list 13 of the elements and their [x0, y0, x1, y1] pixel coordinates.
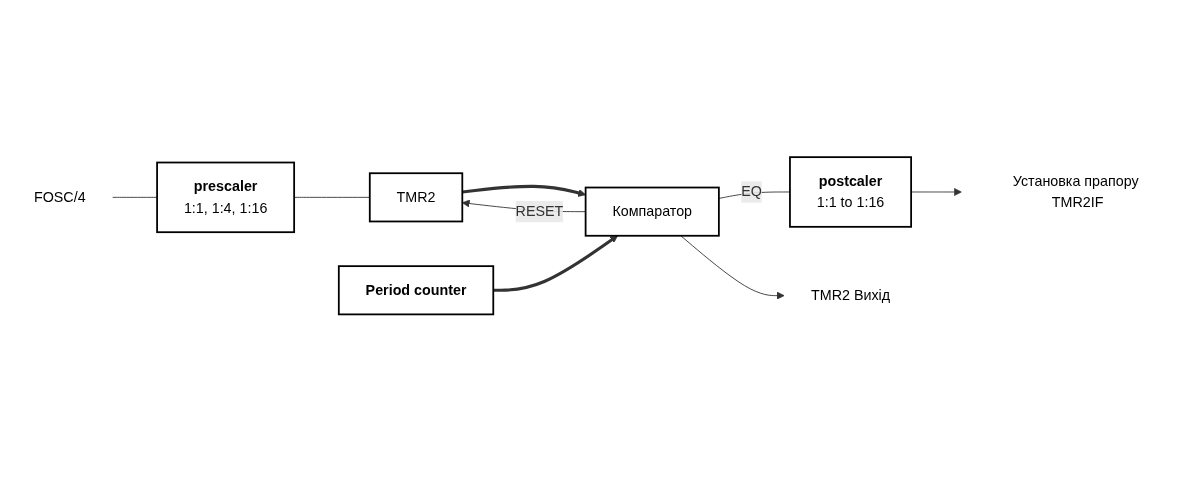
node-box: prescaler 1:1, 1:4, 1:16: [156, 161, 296, 234]
arrow: [462, 184, 586, 197]
connector: [111, 196, 158, 198]
node-box: TMR2: [368, 172, 464, 223]
node-text: TMR2 Вихід: [811, 287, 891, 303]
node-text: FOSC/4: [33, 189, 86, 205]
node-box: postcaler 1:1 to 1:16: [789, 156, 912, 228]
arrow: [493, 235, 618, 292]
node-box: Period counter: [337, 265, 495, 316]
edge-label: EQ: [741, 184, 762, 200]
node-box: Компаратор: [584, 186, 720, 237]
node-text: Установка прапору TMR2IF: [1012, 173, 1139, 210]
edge-label: RESET: [515, 203, 564, 219]
